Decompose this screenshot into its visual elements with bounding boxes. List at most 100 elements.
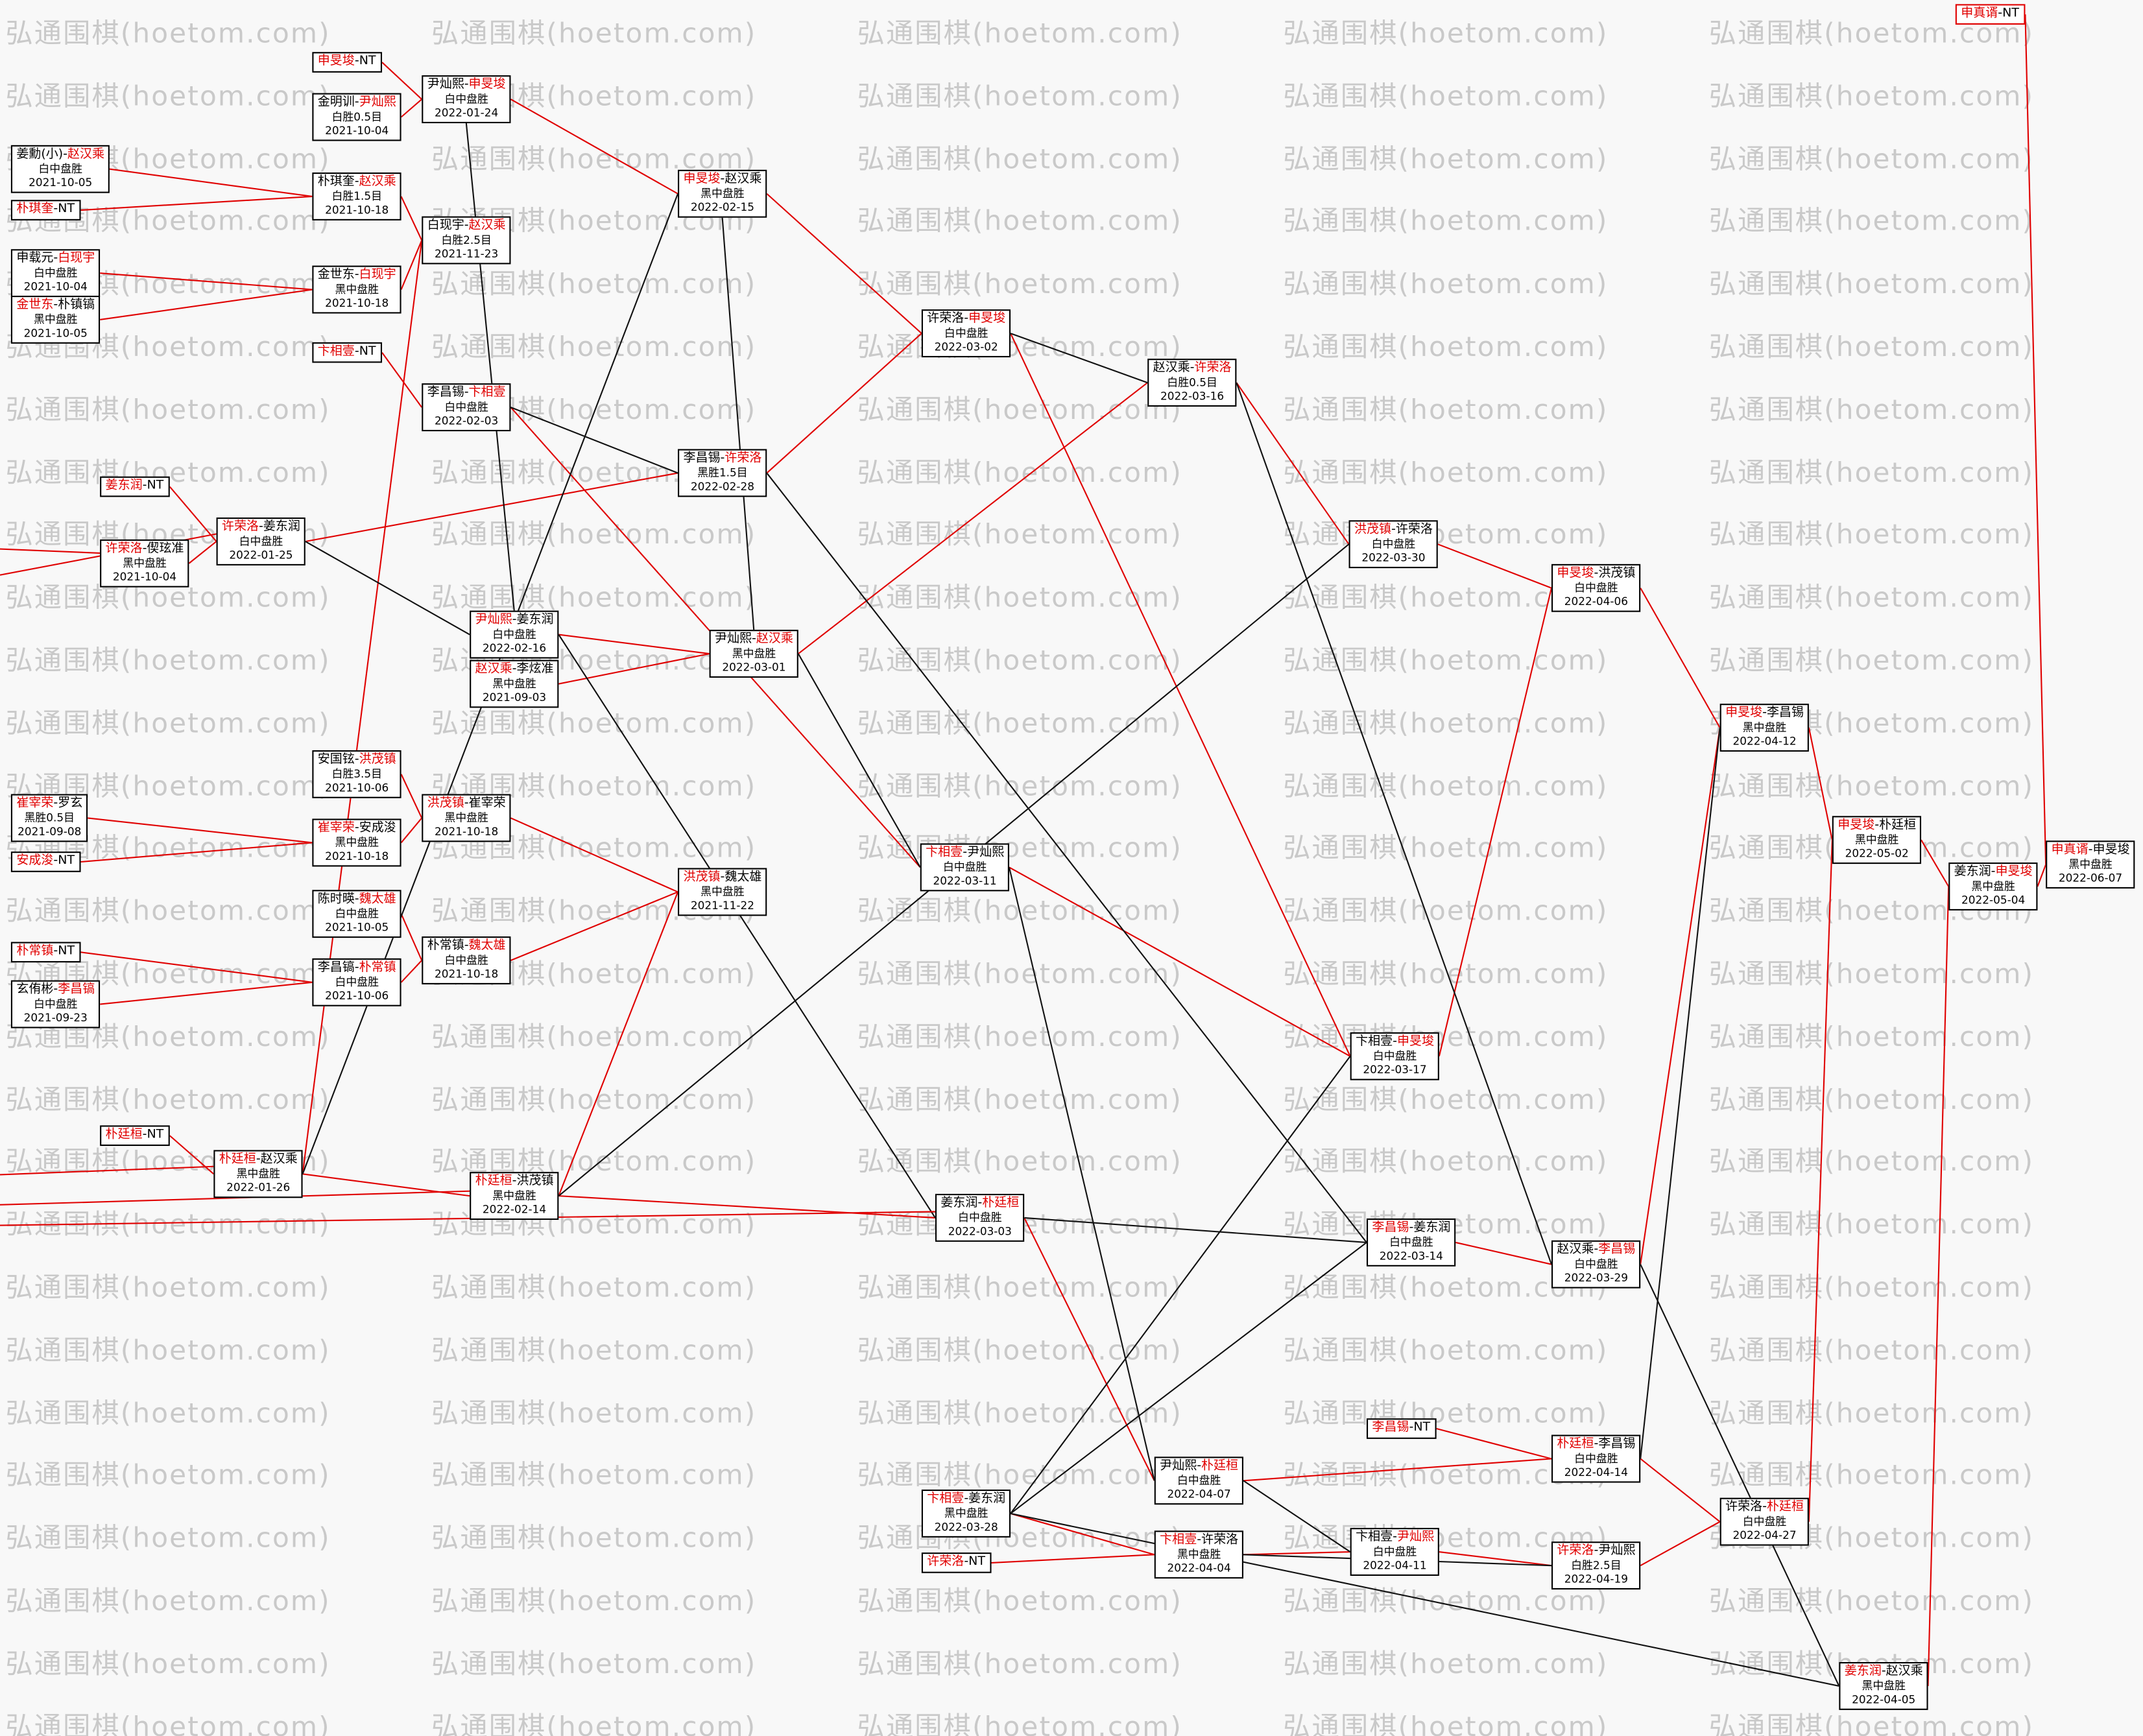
player-name: -朴镇镐 <box>53 298 95 313</box>
bye-box[interactable]: 朴廷桓-NT <box>100 1125 169 1147</box>
player-name: 朴常镇 <box>16 944 54 958</box>
player-name: -NT <box>354 54 376 69</box>
match-title: 朴廷桓-李昌锡 <box>1557 1438 1635 1453</box>
match-title: 安成浚-NT <box>16 854 75 869</box>
player-name: 尹灿熙 <box>359 95 396 110</box>
match-date: 2022-04-04 <box>1167 1562 1231 1575</box>
player-name: 白现宇- <box>427 219 469 233</box>
bye-box[interactable]: 申真谞-NT <box>1955 4 2025 25</box>
match-result: 白中盘胜 <box>1389 1236 1433 1249</box>
match-title: 赵汉乘-李昌锡 <box>1557 1243 1635 1258</box>
bye-box[interactable]: 许荣洛-NT <box>921 1552 991 1573</box>
match-title: 玄侑彬-李昌镐 <box>16 983 95 998</box>
bye-box[interactable]: 姜东润-NT <box>100 476 169 497</box>
match-date: 2022-01-26 <box>226 1181 291 1194</box>
bye-box[interactable]: 申旻埈-NT <box>312 52 381 73</box>
bye-box[interactable]: 李昌锡-NT <box>1366 1418 1436 1439</box>
match-result: 黑中盘胜 <box>1854 833 1899 846</box>
watermark-text: 弘通围棋(hoetom.com) <box>1708 517 2035 551</box>
player-name: 许荣洛 <box>724 451 762 466</box>
player-name: 尹灿熙 <box>475 613 512 627</box>
match-date: 2021-10-04 <box>325 125 389 137</box>
watermark-text: 弘通围棋(hoetom.com) <box>1283 79 1609 112</box>
player-name: -NT <box>964 1555 986 1569</box>
match-result: 黑中盘胜 <box>944 1507 988 1520</box>
match-result: 白胜3.5目 <box>331 768 383 781</box>
match-date: 2021-10-18 <box>325 204 389 217</box>
match-result: 黑中盘胜 <box>1971 880 2015 893</box>
match-result: 白中盘胜 <box>444 93 488 106</box>
match-result: 白胜2.5目 <box>1571 1559 1622 1572</box>
player-name: 陈时暎- <box>317 892 359 907</box>
match-title: 李昌锡-许荣洛 <box>683 452 761 467</box>
player-name: 申旻埈 <box>317 54 355 69</box>
match-result: 白中盘胜 <box>335 976 379 989</box>
bye-box[interactable]: 朴常镇-NT <box>10 942 80 963</box>
match-result: 白中盘胜 <box>1742 1516 1787 1528</box>
player-name: -NT <box>1998 6 2019 21</box>
match-title: 李昌镐-朴常镇 <box>318 961 396 976</box>
bye-box[interactable]: 朴琪奎-NT <box>10 200 80 220</box>
player-name: 魏太雄 <box>468 939 506 953</box>
match-title: 卞相壹-许荣洛 <box>1160 1534 1238 1549</box>
match-result: 白中盘胜 <box>492 628 536 641</box>
bye-box[interactable]: 安成浚-NT <box>10 851 80 872</box>
watermark-text: 弘通围棋(hoetom.com) <box>1708 643 2035 676</box>
player-name: 洪茂镇 <box>359 753 396 767</box>
match-date: 2021-11-22 <box>690 899 755 912</box>
player-name: 金世东 <box>16 298 54 313</box>
player-name: 朴琪奎 <box>16 202 54 217</box>
watermark-text: 弘通围棋(hoetom.com) <box>1283 204 1609 238</box>
watermark-text: 弘通围棋(hoetom.com) <box>1708 1207 2035 1241</box>
bye-box[interactable]: 卞相壹-NT <box>312 342 381 363</box>
